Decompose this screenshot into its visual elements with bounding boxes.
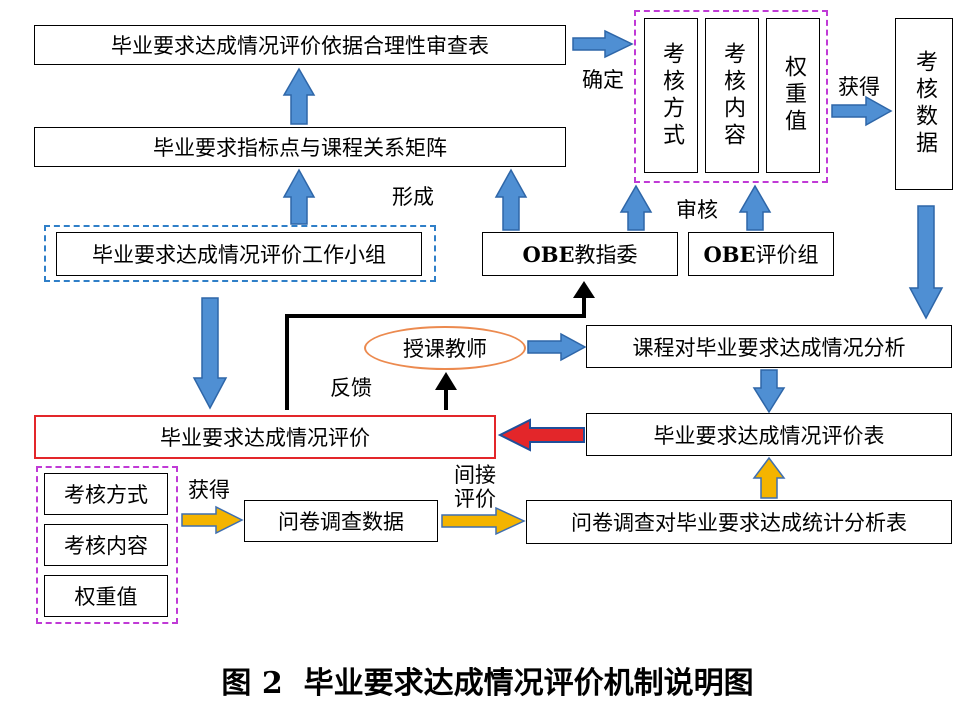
teacher-ellipse: 授课教师 <box>364 326 526 370</box>
arrow-stats-to-table <box>752 456 786 499</box>
course-analysis-box: 课程对毕业要求达成情况分析 <box>586 325 952 368</box>
obe-eval-suffix: 评价组 <box>755 243 819 267</box>
assess-method-hbox: 考核方式 <box>44 473 168 515</box>
label-indirect-line2: 评价 <box>454 487 496 511</box>
arrow-bottom-group-to-survey <box>181 505 244 535</box>
label-feedback: 反馈 <box>330 376 372 400</box>
obe-committee-suffix: 教指委 <box>574 243 638 267</box>
arrow-matrix-to-review <box>282 67 316 125</box>
arrow-evalgroup-to-group <box>738 184 772 231</box>
teacher-feedback-arrowhead <box>435 372 457 390</box>
feedback-arrowhead <box>573 281 595 298</box>
weight-htext: 权重值 <box>74 585 138 609</box>
survey-data-box: 问卷调查数据 <box>244 500 438 542</box>
rationality-review-box: 毕业要求达成情况评价依据合理性审查表 <box>34 25 566 65</box>
assess-content-hbox: 考核内容 <box>44 524 168 566</box>
weight-vtext: 权重值 <box>781 55 806 136</box>
matrix-text: 毕业要求指标点与课程关系矩阵 <box>153 136 447 160</box>
obe-eval-text: OBE评价组 <box>703 239 818 269</box>
survey-stats-box: 问卷调查对毕业要求达成统计分析表 <box>526 500 952 544</box>
figure-caption: 图 2 毕业要求达成情况评价机制说明图 <box>0 658 975 702</box>
assess-content-htext: 考核内容 <box>64 534 148 558</box>
arrow-review-to-group <box>572 29 634 59</box>
obe-eval-box: OBE评价组 <box>688 232 834 276</box>
assess-data-vbox: 考核数据 <box>895 18 953 190</box>
arrow-data-to-analysis <box>908 205 944 320</box>
label-obtain-bottom: 获得 <box>188 478 230 502</box>
figure-number: 图 2 <box>221 666 283 701</box>
obe-committee-box: OBE教指委 <box>482 232 678 276</box>
obe-committee-prefix: OBE <box>522 242 575 267</box>
label-review: 审核 <box>676 198 718 222</box>
assess-method-vbox: 考核方式 <box>644 18 698 173</box>
weight-hbox: 权重值 <box>44 575 168 617</box>
arrow-committee-to-group <box>619 184 653 231</box>
arrow-table-to-eval <box>497 418 585 452</box>
achievement-eval-box: 毕业要求达成情况评价 <box>34 415 496 459</box>
survey-stats-text: 问卷调查对毕业要求达成统计分析表 <box>571 511 907 535</box>
obe-eval-prefix: OBE <box>703 242 756 267</box>
matrix-box: 毕业要求指标点与课程关系矩阵 <box>34 127 566 167</box>
label-indirect-line1: 间接 <box>454 463 496 487</box>
arrow-committee-to-matrix <box>494 168 528 231</box>
arrow-survey-to-stats <box>441 506 526 536</box>
label-obtain-top: 获得 <box>838 75 880 99</box>
assess-data-vtext: 考核数据 <box>912 50 937 158</box>
assess-method-htext: 考核方式 <box>64 483 148 507</box>
teacher-text: 授课教师 <box>403 337 487 361</box>
arrow-teacher-to-analysis <box>527 332 587 362</box>
rationality-review-text: 毕业要求达成情况评价依据合理性审查表 <box>111 34 489 58</box>
weight-vbox: 权重值 <box>766 18 820 173</box>
assess-content-vtext: 考核内容 <box>720 41 745 150</box>
label-confirm: 确定 <box>582 68 624 92</box>
survey-data-text: 问卷调查数据 <box>278 510 404 534</box>
figure-title: 毕业要求达成情况评价机制说明图 <box>303 666 754 701</box>
course-analysis-text: 课程对毕业要求达成情况分析 <box>632 335 906 360</box>
arrow-group-to-data <box>831 95 893 127</box>
assess-method-vtext: 考核方式 <box>659 41 684 150</box>
assessment-group-frame-top <box>634 10 828 183</box>
arrow-workgroup-to-matrix <box>282 168 316 225</box>
working-group-box: 毕业要求达成情况评价工作小组 <box>56 232 422 276</box>
obe-committee-text: OBE教指委 <box>522 239 637 269</box>
working-group-text: 毕业要求达成情况评价工作小组 <box>92 243 386 267</box>
working-group-frame <box>44 225 436 282</box>
arrow-analysis-to-table <box>752 369 786 414</box>
assessment-group-frame-bottom <box>36 466 178 624</box>
achievement-eval-text: 毕业要求达成情况评价 <box>160 426 370 450</box>
eval-table-box: 毕业要求达成情况评价表 <box>586 413 952 456</box>
assess-content-vbox: 考核内容 <box>705 18 759 173</box>
arrow-workgroup-to-eval <box>192 297 228 410</box>
feedback-line <box>285 296 586 410</box>
eval-table-text: 毕业要求达成情况评价表 <box>653 423 885 448</box>
label-form: 形成 <box>392 185 434 209</box>
